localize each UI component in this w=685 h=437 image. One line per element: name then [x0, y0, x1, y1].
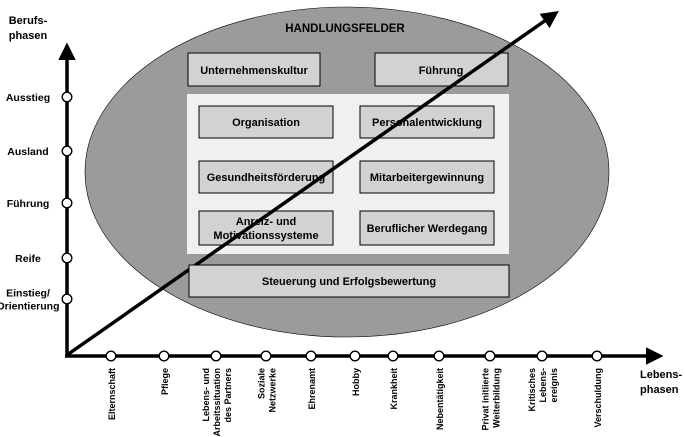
life-phase-label: Verschuldung: [593, 368, 603, 428]
field-label: Mitarbeitergewinnung: [370, 172, 484, 184]
life-phase-marker: [158, 350, 170, 362]
career-phase-label: Führung: [7, 198, 50, 210]
life-phase-marker: [484, 350, 496, 362]
field-box-gesundheitsfoerderung: Gesundheitsförderung: [198, 160, 334, 194]
life-phase-marker: [387, 350, 399, 362]
diagonal-arrow: [65, 10, 559, 357]
life-phase-label: Nebentätigkeit: [435, 368, 445, 430]
career-phase-label: Ausland: [7, 146, 48, 158]
life-phase-label: Pflege: [160, 368, 170, 395]
field-label: Führung: [419, 65, 464, 77]
life-phase-label: Krankheit: [389, 368, 399, 410]
career-phase-label: Einstieg/: [6, 288, 50, 300]
career-phase-marker: [61, 252, 73, 264]
life-phase-marker: [105, 350, 117, 362]
field-label: Beruflicher Werdegang: [367, 223, 488, 235]
career-phase-marker: [61, 197, 73, 209]
field-label: Unternehmenskultur: [200, 65, 308, 77]
life-phase-label: Elternschaft: [107, 368, 117, 420]
life-phase-label: Lebens-: [538, 368, 548, 403]
field-label: Organisation: [232, 117, 300, 129]
life-phase-label: Netzwerke: [268, 368, 278, 413]
field-box-beruflicher-werdegang: Beruflicher Werdegang: [359, 210, 495, 246]
life-phase-marker: [210, 350, 222, 362]
field-box-steuerung-erfolgsbewertung: Steuerung und Erfolgsbewertung: [188, 264, 510, 298]
field-box-unternehmenskultur: Unternehmenskultur: [187, 52, 321, 87]
y-axis-title: phasen: [9, 30, 48, 42]
life-phase-marker: [305, 350, 317, 362]
field-label: Steuerung und Erfolgsbewertung: [262, 276, 436, 288]
field-box-mitarbeitergewinnung: Mitarbeitergewinnung: [359, 160, 495, 194]
life-phase-label: Kritisches: [527, 368, 537, 412]
life-phase-marker: [591, 350, 603, 362]
career-phase-marker: [61, 91, 73, 103]
life-phase-marker: [433, 350, 445, 362]
life-phase-marker: [536, 350, 548, 362]
career-phase-label: Orientierung: [0, 301, 60, 313]
field-box-personalentwicklung: Personalentwicklung: [359, 105, 495, 139]
y-axis-title: Berufs-: [9, 15, 48, 27]
life-phase-label: des Partners: [223, 368, 233, 423]
field-box-organisation: Organisation: [198, 105, 334, 139]
career-phase-marker: [61, 145, 73, 157]
diagram-title: HANDLUNGSFELDER: [285, 23, 405, 35]
life-phase-label: Soziale: [257, 368, 267, 399]
life-phase-marker: [349, 350, 361, 362]
field-label: Gesundheitsförderung: [207, 172, 326, 184]
x-axis-title: Lebens-: [640, 369, 683, 381]
life-phase-label: Ehrenamt: [307, 368, 317, 410]
life-phase-label: Lebens- und: [201, 368, 211, 422]
life-phase-label: Privat initiierte: [481, 368, 491, 431]
career-phase-label: Reife: [15, 253, 41, 265]
life-phase-label: Weiterbildung: [492, 368, 502, 428]
life-phase-marker: [260, 350, 272, 362]
field-box-fuehrung: Führung: [374, 52, 509, 87]
career-phase-label: Ausstieg: [6, 92, 50, 104]
life-phase-label: Hobby: [351, 368, 361, 396]
life-phase-label: ereignis: [549, 368, 559, 403]
x-axis-title: phasen: [640, 384, 679, 396]
field-label: Personalentwicklung: [372, 117, 482, 129]
career-phase-marker: [61, 293, 73, 305]
career-phase-markers: AusstiegAuslandFührungReifeEinstieg/Orie…: [0, 91, 73, 313]
life-phase-label: Arbeitssituation: [212, 368, 222, 437]
